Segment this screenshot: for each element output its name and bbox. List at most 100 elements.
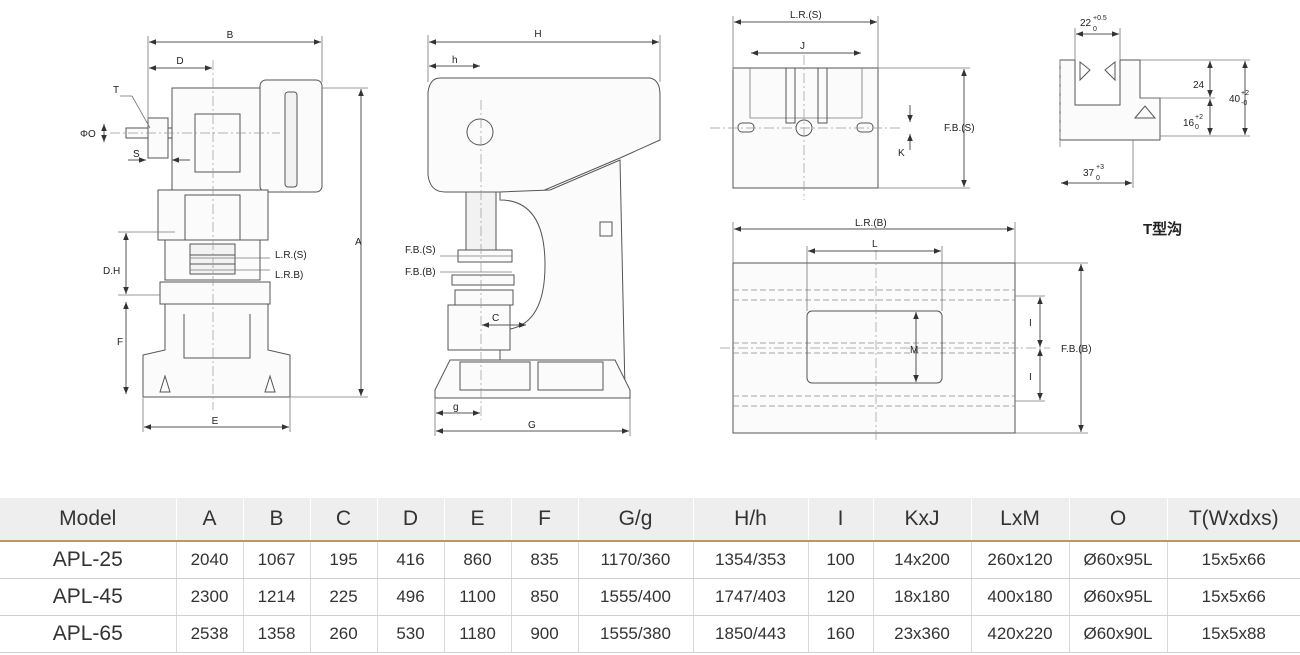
table-cell: 15x5x66: [1167, 541, 1300, 579]
table-cell: 2040: [176, 541, 244, 579]
table-cell: 1358: [243, 615, 311, 653]
table-cell: APL-25: [0, 541, 177, 579]
header-kxj: KxJ: [873, 498, 972, 542]
header-h: H/h: [693, 498, 809, 542]
table-cell: Ø60x95L: [1069, 541, 1168, 579]
tslot-w37-tol-upper: +3: [1096, 164, 1104, 171]
front-dim-d: D: [176, 56, 183, 67]
table-cell: 260: [310, 615, 378, 653]
side-dim-c: C: [492, 313, 499, 324]
table-cell: APL-45: [0, 578, 177, 616]
front-dim-s: S: [133, 149, 140, 160]
spec-table: Model A B C D E F G/g H/h I KxJ LxM O T(…: [0, 498, 1300, 653]
slide-dim-lrs: L.R.(S): [790, 10, 822, 21]
front-dim-b: B: [227, 30, 234, 41]
front-dim-a: A: [355, 237, 362, 248]
bolster-dim-fbb: F.B.(B): [1061, 344, 1092, 355]
front-dim-e: E: [212, 416, 219, 427]
table-cell: 1214: [243, 578, 311, 616]
table-cell: 1354/353: [693, 541, 809, 579]
header-d: D: [377, 498, 445, 542]
tslot-w22: 22: [1080, 18, 1092, 29]
tslot-d40: 40: [1229, 94, 1241, 105]
side-view: H h F.B.(S) F.B.(B) C g G: [405, 29, 661, 436]
tslot-d16: 16: [1183, 118, 1195, 129]
table-row: APL-45 2300 1214 225 496 1100 850 1555/4…: [0, 578, 1300, 616]
header-o: O: [1069, 498, 1168, 542]
tslot-d40-tol-upper: +2: [1241, 90, 1249, 97]
side-dim-h-lower: h: [452, 55, 458, 66]
table-cell: 260x120: [971, 541, 1070, 579]
front-dim-dh: D.H: [103, 266, 120, 277]
table-cell: 835: [511, 541, 579, 579]
bolster-view: L.R.(B) L M I I F.B.(B): [720, 218, 1092, 440]
table-cell: Ø60x95L: [1069, 578, 1168, 616]
table-cell: 1067: [243, 541, 311, 579]
table-cell: 496: [377, 578, 445, 616]
tslot-w22-tol-upper: +0.5: [1093, 15, 1107, 22]
table-cell: 1180: [444, 615, 512, 653]
table-cell: Ø60x90L: [1069, 615, 1168, 653]
tslot-w37: 37: [1083, 168, 1095, 179]
header-f: F: [511, 498, 579, 542]
table-cell: 530: [377, 615, 445, 653]
table-cell: 1850/443: [693, 615, 809, 653]
tslot-detail: 22 +0.5 0 24 40 +2 -0 16 +2 0 37 +3 0 T型…: [1059, 15, 1250, 238]
slide-view: L.R.(S) J F.B.(S) K: [710, 10, 975, 200]
table-cell: 15x5x88: [1167, 615, 1300, 653]
front-dim-t: T: [113, 85, 119, 96]
side-label-fbb: F.B.(B): [405, 267, 436, 278]
side-dim-g-upper: G: [528, 420, 536, 431]
side-dim-h-upper: H: [534, 29, 541, 40]
bolster-dim-lrb: L.R.(B): [855, 218, 887, 229]
slide-dim-k: K: [898, 148, 905, 159]
tslot-d16-tol-upper: +2: [1195, 114, 1203, 121]
tslot-w22-tol-lower: 0: [1093, 26, 1097, 33]
bolster-dim-i-bottom: I: [1029, 372, 1032, 383]
table-header-row: Model A B C D E F G/g H/h I KxJ LxM O T(…: [0, 498, 1300, 542]
header-b: B: [243, 498, 311, 542]
table-cell: 420x220: [971, 615, 1070, 653]
header-t: T(Wxdxs): [1167, 498, 1300, 542]
bolster-dim-l: L: [872, 239, 878, 250]
header-model: Model: [0, 498, 177, 542]
table-row: APL-65 2538 1358 260 530 1180 900 1555/3…: [0, 615, 1300, 653]
table-cell: 160: [808, 615, 874, 653]
table-cell: 1747/403: [693, 578, 809, 616]
tslot-w37-tol-lower: 0: [1096, 175, 1100, 182]
table-cell: 2300: [176, 578, 244, 616]
table-cell: 14x200: [873, 541, 972, 579]
slide-dim-fbs: F.B.(S): [944, 123, 975, 134]
front-label-lrs: L.R.(S): [275, 250, 307, 261]
header-e: E: [444, 498, 512, 542]
front-label-lrb: L.R.B): [275, 270, 303, 281]
table-row: APL-25 2040 1067 195 416 860 835 1170/36…: [0, 541, 1300, 579]
table-cell: 416: [377, 541, 445, 579]
bolster-dim-i-top: I: [1029, 318, 1032, 329]
table-cell: 400x180: [971, 578, 1070, 616]
side-label-fbs: F.B.(S): [405, 245, 436, 256]
tslot-d40-tol-lower: -0: [1241, 100, 1247, 107]
table-cell: 225: [310, 578, 378, 616]
table-cell: APL-65: [0, 615, 177, 653]
table-cell: 2538: [176, 615, 244, 653]
table-cell: 100: [808, 541, 874, 579]
table-cell: 1100: [444, 578, 512, 616]
front-dim-phi-o: ΦO: [80, 129, 96, 140]
tslot-d16-tol-lower: 0: [1195, 124, 1199, 131]
table-cell: 1170/360: [578, 541, 694, 579]
header-g: G/g: [578, 498, 694, 542]
technical-drawing: B D T ΦO S A D.H F L.R.(S) L.R.B) E: [80, 10, 1250, 440]
tslot-caption: T型沟: [1143, 220, 1182, 238]
table-cell: 195: [310, 541, 378, 579]
table-cell: 18x180: [873, 578, 972, 616]
table-cell: 900: [511, 615, 579, 653]
table-cell: 860: [444, 541, 512, 579]
side-dim-g-lower: g: [453, 402, 459, 413]
front-view: B D T ΦO S A D.H F L.R.(S) L.R.B) E: [80, 30, 368, 432]
table-cell: 23x360: [873, 615, 972, 653]
header-a: A: [176, 498, 244, 542]
table-cell: 850: [511, 578, 579, 616]
slide-dim-j: J: [800, 41, 805, 52]
bolster-dim-m: M: [910, 345, 918, 356]
